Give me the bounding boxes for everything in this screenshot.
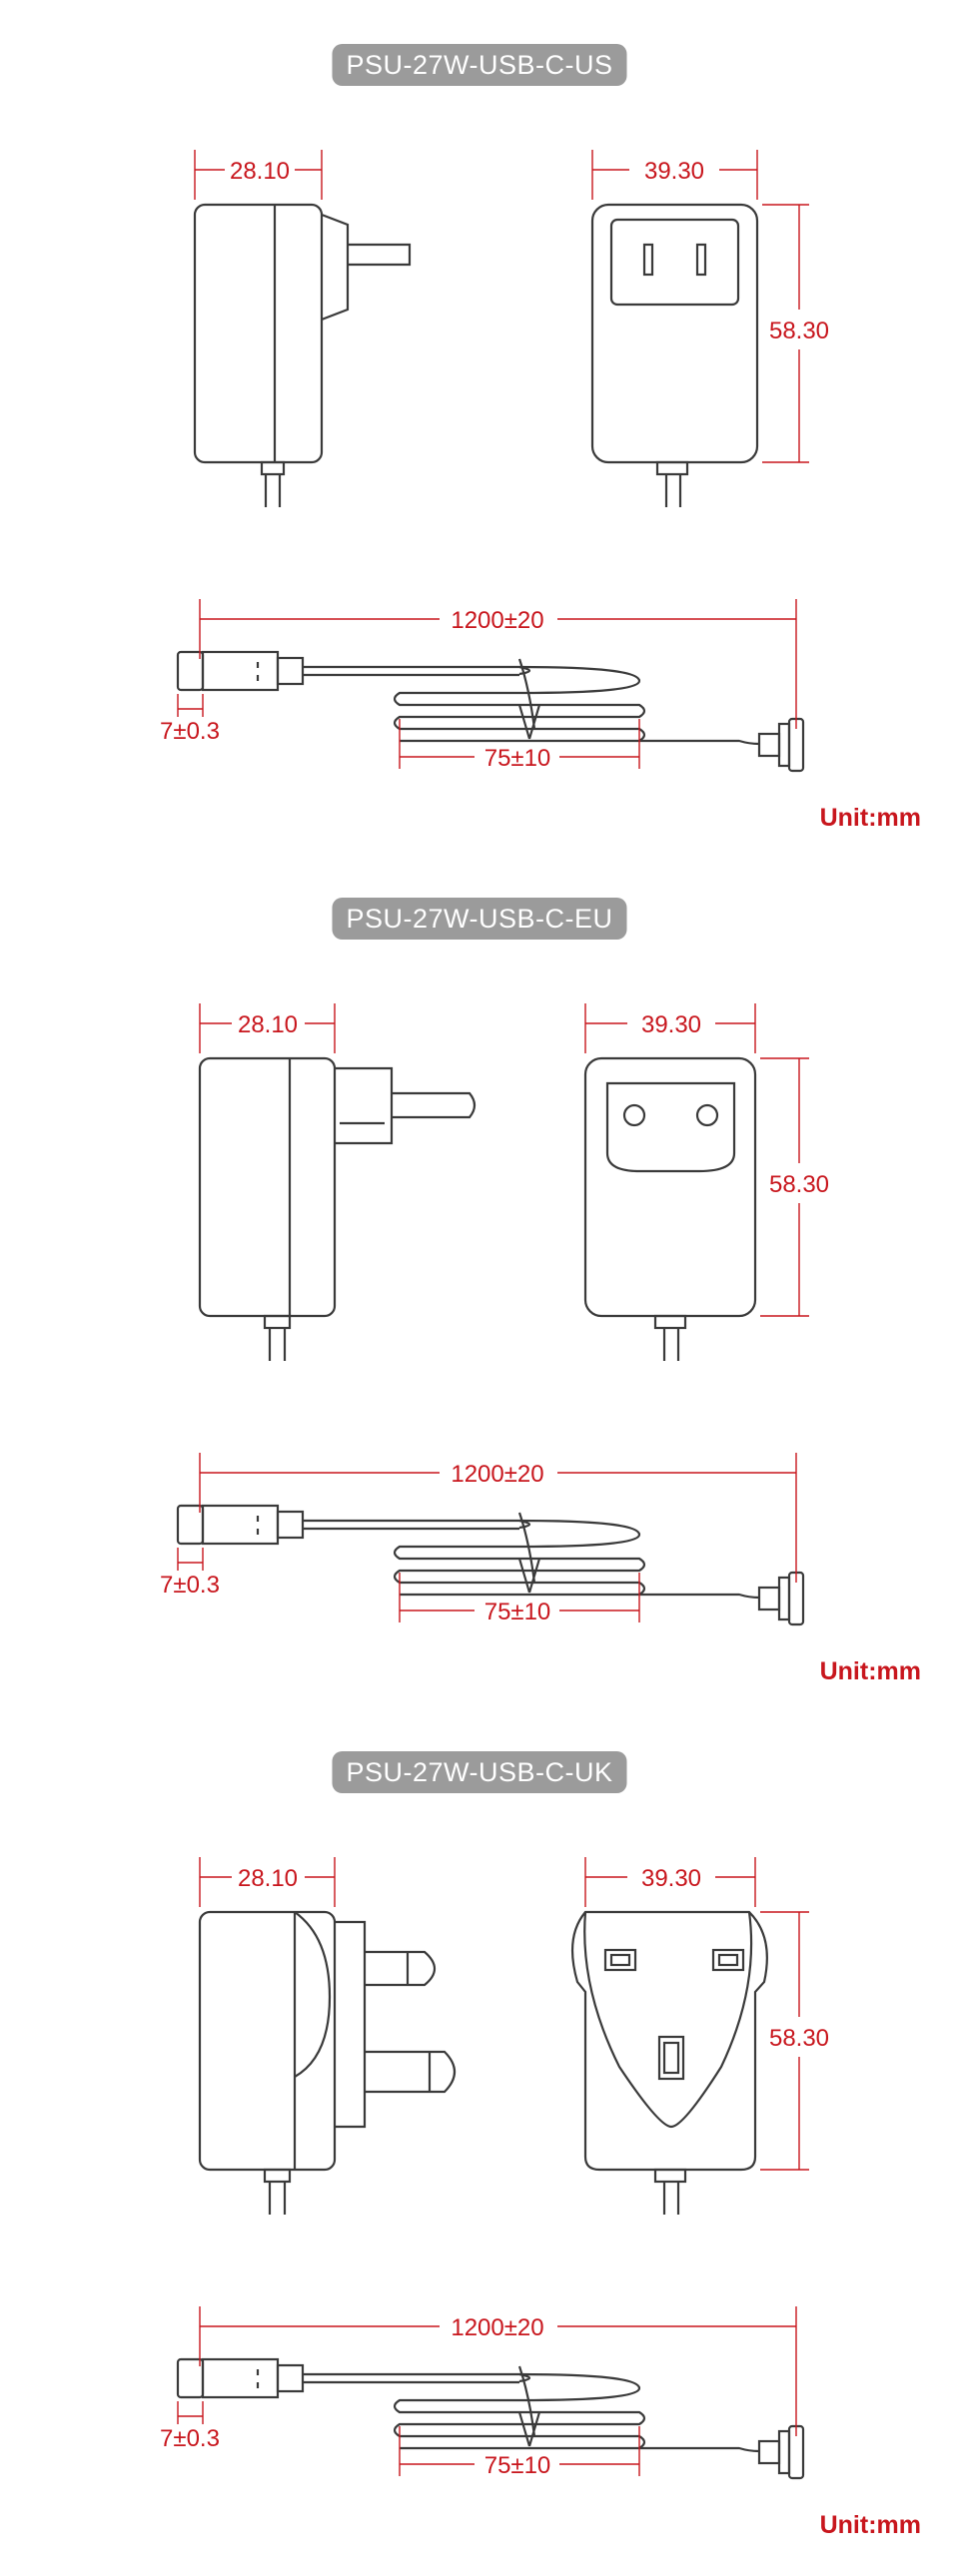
unit-label: Unit:mm (819, 2511, 921, 2539)
dim-height-uk: 58.30 (760, 1911, 829, 2171)
dim-connector-eu: 7±0.3 (160, 1548, 220, 1599)
dim-width-eu: 28.10 (199, 1003, 336, 1053)
dim-front-width-label: 39.30 (641, 1865, 701, 1892)
side-view-uk (198, 1910, 457, 2215)
dim-bundle-eu: 75±10 (399, 1573, 640, 1625)
dim-height-label: 58.30 (769, 2025, 829, 2052)
dim-bundle-label: 75±10 (484, 745, 551, 772)
front-view-us (590, 203, 759, 507)
section-us: 28.10 39.30 58.30 (0, 0, 959, 859)
dim-bundle-label: 75±10 (484, 1599, 551, 1625)
us-drawing: 28.10 39.30 58.30 (160, 150, 829, 773)
section-title: PSU-27W-USB-C-UK (332, 1751, 627, 1793)
dim-height-eu: 58.30 (760, 1057, 829, 1317)
dim-cable-us: 1200±20 (199, 599, 797, 729)
dim-height-label: 58.30 (769, 318, 829, 344)
dim-cable-eu: 1200±20 (199, 1453, 797, 1583)
section-eu: 28.10 39.30 58.30 (0, 854, 959, 1712)
cable-view-us (176, 650, 805, 773)
eu-drawing: 28.10 39.30 58.30 (160, 1003, 829, 1626)
dim-width-label: 28.10 (238, 1865, 298, 1892)
uk-drawing: 28.10 39.30 58.30 (160, 1857, 829, 2480)
dim-connector-label: 7±0.3 (160, 2425, 220, 2452)
unit-label: Unit:mm (819, 1657, 921, 1685)
dim-connector-label: 7±0.3 (160, 718, 220, 745)
section-uk: 28.10 39.30 58.30 (0, 1707, 959, 2566)
dim-height-us: 58.30 (762, 204, 829, 463)
side-view-us (193, 203, 412, 507)
dim-connector-uk: 7±0.3 (160, 2401, 220, 2452)
dim-connector-us: 7±0.3 (160, 694, 220, 745)
dim-connector-label: 7±0.3 (160, 1572, 220, 1599)
dim-front-width-us: 39.30 (591, 150, 758, 200)
dim-cable-label: 1200±20 (451, 1461, 543, 1488)
dim-height-label: 58.30 (769, 1171, 829, 1198)
front-view-uk (571, 1910, 768, 2215)
dim-front-width-uk: 39.30 (584, 1857, 756, 1907)
dim-width-label: 28.10 (238, 1011, 298, 1038)
dim-width-uk: 28.10 (199, 1857, 336, 1907)
section-title: PSU-27W-USB-C-EU (332, 898, 627, 940)
dim-cable-uk: 1200±20 (199, 2306, 797, 2436)
dim-cable-label: 1200±20 (451, 2314, 543, 2341)
side-view-eu (198, 1056, 477, 1361)
dim-width-label: 28.10 (230, 158, 290, 185)
dim-width-us: 28.10 (194, 150, 323, 200)
front-view-eu (583, 1056, 757, 1361)
unit-label: Unit:mm (819, 804, 921, 832)
dim-bundle-uk: 75±10 (399, 2426, 640, 2479)
dim-front-width-eu: 39.30 (584, 1003, 756, 1053)
dim-cable-label: 1200±20 (451, 607, 543, 634)
dim-front-width-label: 39.30 (644, 158, 704, 185)
dim-bundle-label: 75±10 (484, 2452, 551, 2479)
dim-bundle-us: 75±10 (399, 719, 640, 772)
section-title: PSU-27W-USB-C-US (332, 44, 627, 86)
dim-front-width-label: 39.30 (641, 1011, 701, 1038)
